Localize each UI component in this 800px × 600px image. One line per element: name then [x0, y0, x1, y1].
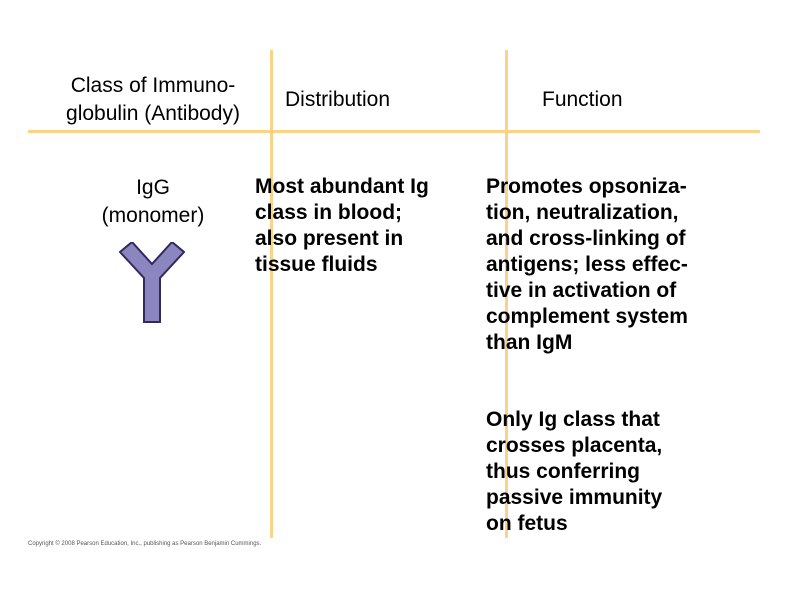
header-class: Class of Immuno- globulin (Antibody) [66, 74, 240, 125]
header-function: Function [542, 88, 623, 111]
function-text-1: Promotes opsoniza- tion, neutralization,… [486, 175, 688, 354]
copyright-notice: Copyright © 2008 Pearson Education, Inc.… [28, 541, 262, 547]
column-divider-1 [270, 50, 273, 538]
antibody-y-icon [118, 242, 186, 323]
column-divider-2 [505, 50, 508, 538]
header-divider [28, 130, 760, 133]
header-distribution: Distribution [285, 88, 391, 111]
ig-class-name: IgG (monomer) [101, 176, 205, 227]
distribution-text: Most abundant Ig class in blood; also pr… [255, 175, 429, 276]
function-text-2: Only Ig class that crosses placenta, thu… [486, 408, 663, 535]
